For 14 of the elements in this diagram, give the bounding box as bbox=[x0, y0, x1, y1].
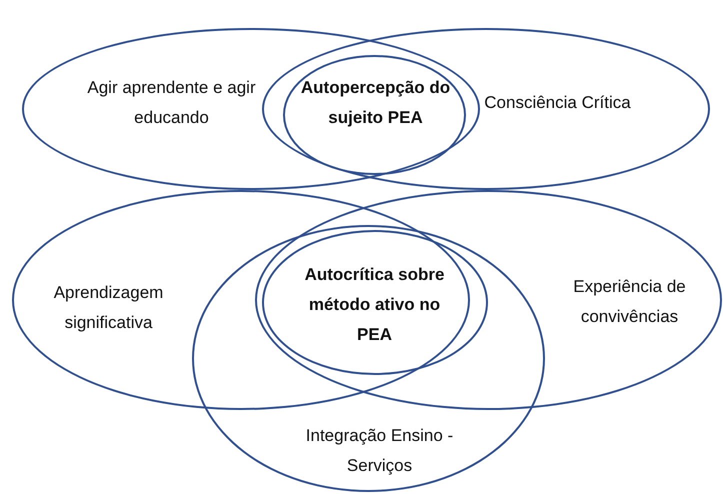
ellipse-label: Consciência Crítica bbox=[483, 92, 632, 114]
ellipse bbox=[192, 225, 545, 492]
ellipse-label: Autocrítica sobre método ativo no PEA bbox=[304, 264, 446, 346]
ellipse bbox=[22, 28, 480, 190]
ellipse bbox=[283, 55, 466, 175]
ellipse bbox=[262, 230, 488, 375]
ellipse-label: Aprendizagem significativa bbox=[52, 282, 164, 334]
ellipse-label: Agir aprendente e agir educando bbox=[86, 76, 257, 128]
ellipse bbox=[12, 190, 470, 410]
ellipse-label: Autopercepção do sujeito PEA bbox=[300, 76, 450, 128]
ellipse-label: Experiência de convivências bbox=[572, 276, 687, 328]
ellipse bbox=[262, 28, 710, 190]
ellipse-label: Integração Ensino -Serviços bbox=[304, 424, 454, 477]
ellipse bbox=[255, 190, 722, 410]
